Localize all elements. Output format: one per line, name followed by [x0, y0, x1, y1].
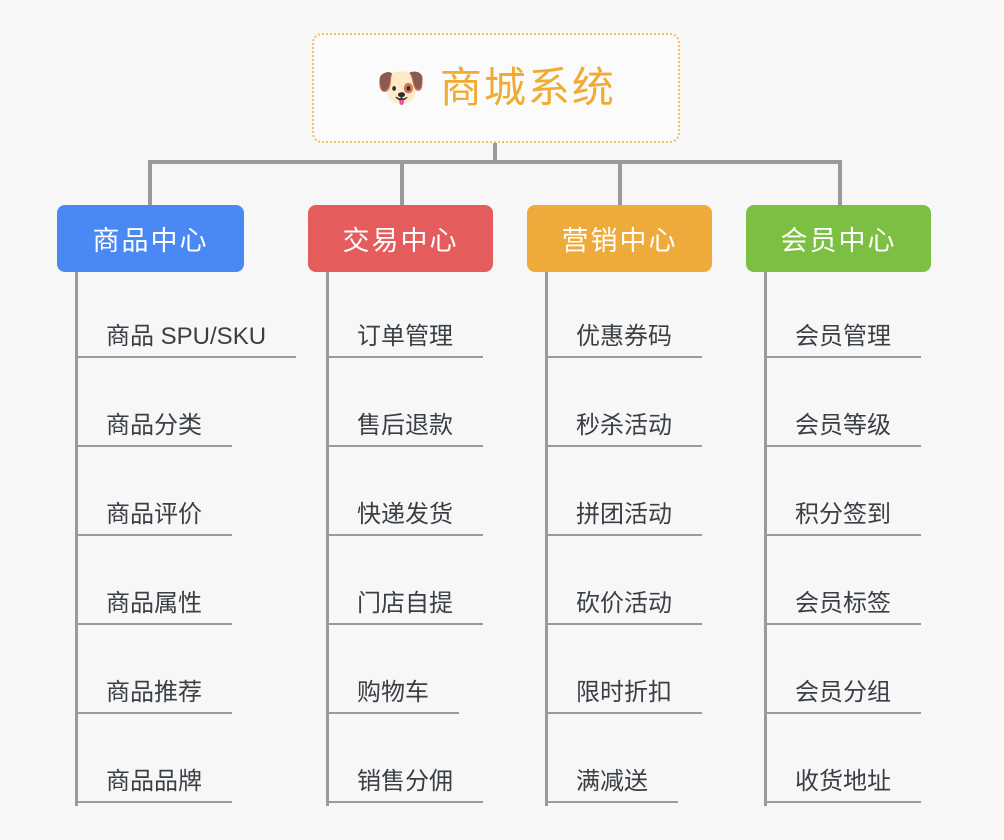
leaf-label: 会员标签 [767, 590, 921, 625]
list-item[interactable]: 商品属性 [78, 539, 293, 628]
leaf-label: 积分签到 [767, 501, 921, 536]
branch-product-center: 商品中心 商品 SPU/SKU 商品分类 商品评价 商品属性 商品推荐 商品品牌 [57, 205, 297, 806]
list-item[interactable]: 会员管理 [767, 272, 957, 361]
leaf-label: 会员等级 [767, 412, 921, 447]
list-item[interactable]: 商品评价 [78, 450, 293, 539]
list-item[interactable]: 购物车 [329, 628, 519, 717]
branch-trade-center: 交易中心 订单管理 售后退款 快递发货 门店自提 购物车 销售分佣 [308, 205, 519, 806]
list-item[interactable]: 快递发货 [329, 450, 519, 539]
list-item[interactable]: 拼团活动 [548, 450, 738, 539]
list-item[interactable]: 满减送 [548, 717, 738, 806]
list-item[interactable]: 商品 SPU/SKU [78, 272, 297, 361]
list-item[interactable]: 限时折扣 [548, 628, 738, 717]
list-item[interactable]: 收货地址 [767, 717, 957, 806]
list-item[interactable]: 商品分类 [78, 361, 293, 450]
leaf-label: 商品属性 [78, 590, 232, 625]
leaf-label: 商品 SPU/SKU [78, 323, 297, 358]
connector-root-stem [493, 143, 497, 164]
connector-drop-3 [618, 160, 622, 206]
leaf-label: 商品推荐 [78, 679, 232, 714]
leaf-list-trade-center: 订单管理 售后退款 快递发货 门店自提 购物车 销售分佣 [326, 272, 519, 806]
category-header-product-center[interactable]: 商品中心 [57, 205, 244, 272]
dog-face-icon: 🐶 [376, 66, 426, 110]
branch-member-center: 会员中心 会员管理 会员等级 积分签到 会员标签 会员分组 收货地址 [746, 205, 957, 806]
leaf-list-product-center: 商品 SPU/SKU 商品分类 商品评价 商品属性 商品推荐 商品品牌 [75, 272, 297, 806]
leaf-label: 优惠券码 [548, 323, 702, 358]
connector-drop-1 [148, 160, 152, 206]
list-item[interactable]: 门店自提 [329, 539, 519, 628]
list-item[interactable]: 砍价活动 [548, 539, 738, 628]
leaf-label: 砍价活动 [548, 590, 702, 625]
root-node[interactable]: 🐶 商城系统 [312, 33, 680, 143]
leaf-list-marketing-center: 优惠券码 秒杀活动 拼团活动 砍价活动 限时折扣 满减送 [545, 272, 738, 806]
category-label: 营销中心 [561, 226, 678, 256]
list-item[interactable]: 售后退款 [329, 361, 519, 450]
leaf-label: 满减送 [548, 768, 678, 803]
list-item[interactable]: 商品品牌 [78, 717, 293, 806]
leaf-label: 快递发货 [329, 501, 483, 536]
connector-horizontal-bus [148, 160, 842, 164]
category-header-trade-center[interactable]: 交易中心 [308, 205, 493, 272]
list-item[interactable]: 会员等级 [767, 361, 957, 450]
list-item[interactable]: 商品推荐 [78, 628, 293, 717]
leaf-label: 门店自提 [329, 590, 483, 625]
leaf-label: 商品分类 [78, 412, 232, 447]
leaf-label: 会员管理 [767, 323, 921, 358]
leaf-label: 订单管理 [329, 323, 483, 358]
list-item[interactable]: 会员标签 [767, 539, 957, 628]
leaf-label: 销售分佣 [329, 768, 483, 803]
category-header-marketing-center[interactable]: 营销中心 [527, 205, 712, 272]
list-item[interactable]: 秒杀活动 [548, 361, 738, 450]
leaf-label: 限时折扣 [548, 679, 702, 714]
list-item[interactable]: 订单管理 [329, 272, 519, 361]
connector-drop-2 [400, 160, 404, 206]
branch-marketing-center: 营销中心 优惠券码 秒杀活动 拼团活动 砍价活动 限时折扣 满减送 [527, 205, 738, 806]
connector-drop-4 [838, 160, 842, 206]
list-item[interactable]: 积分签到 [767, 450, 957, 539]
leaf-label: 商品品牌 [78, 768, 232, 803]
category-header-member-center[interactable]: 会员中心 [746, 205, 931, 272]
leaf-label: 商品评价 [78, 501, 232, 536]
leaf-label: 秒杀活动 [548, 412, 702, 447]
leaf-label: 收货地址 [767, 768, 921, 803]
list-item[interactable]: 会员分组 [767, 628, 957, 717]
list-item[interactable]: 优惠券码 [548, 272, 738, 361]
leaf-label: 售后退款 [329, 412, 483, 447]
leaf-list-member-center: 会员管理 会员等级 积分签到 会员标签 会员分组 收货地址 [764, 272, 957, 806]
category-label: 商品中心 [92, 226, 209, 256]
leaf-label: 拼团活动 [548, 501, 702, 536]
page-title: 商城系统 [439, 64, 616, 111]
leaf-label: 购物车 [329, 679, 459, 714]
leaf-label: 会员分组 [767, 679, 921, 714]
category-label: 会员中心 [780, 226, 897, 256]
category-label: 交易中心 [342, 226, 459, 256]
list-item[interactable]: 销售分佣 [329, 717, 519, 806]
